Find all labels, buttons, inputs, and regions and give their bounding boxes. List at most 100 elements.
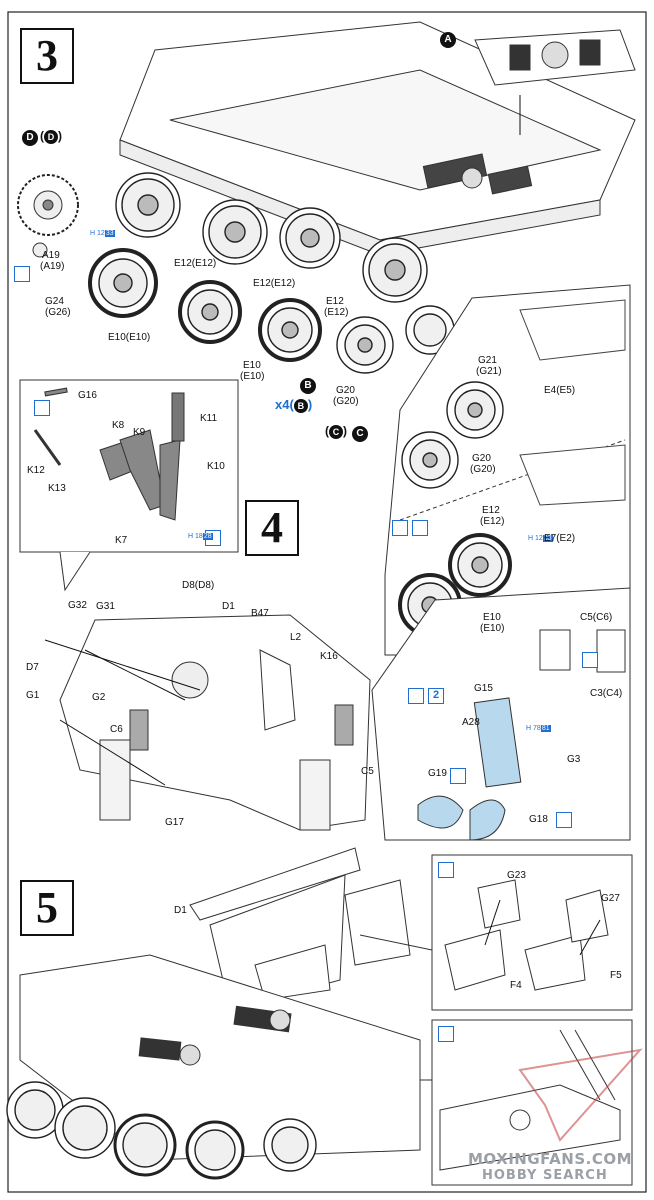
part-a-plate (474, 29, 636, 135)
marker-c: C (352, 426, 368, 442)
part-label: A28 (462, 717, 480, 728)
multiply-4-text: x4 (275, 397, 290, 412)
part-label: K12 (27, 465, 45, 476)
part-label: G32 (68, 600, 87, 611)
marker-d-paren-letter: D (44, 130, 58, 144)
part-label: G16 (78, 390, 97, 401)
step4-hull-plate (44, 614, 371, 831)
paint-ref: H 1828 (188, 533, 213, 540)
part-label: K13 (48, 483, 66, 494)
part-label: G24 (45, 296, 64, 307)
flip-icon (34, 400, 50, 416)
part-label: G27 (601, 893, 620, 904)
part-label: D7 (26, 662, 39, 673)
part-label: E4(E5) (544, 385, 576, 396)
part-label: (E10) (240, 371, 265, 382)
part-label: K11 (200, 413, 218, 424)
part-label: (E12) (324, 307, 349, 318)
multiply-4-label: x4(B) (275, 397, 313, 413)
part-label: (E12) (480, 516, 505, 527)
part-label: F4 (510, 980, 522, 991)
paint-ref: H 1233 (528, 535, 553, 542)
watermark-logo-icon (518, 1048, 643, 1142)
marker-b: B (300, 378, 316, 394)
part-label: F5 (610, 970, 622, 981)
part-label: B47 (251, 608, 269, 619)
part-label: G21 (478, 355, 497, 366)
part-label: G3 (567, 754, 581, 765)
quantity-2-icon: 2 (428, 688, 444, 704)
part-label: E10(E10) (108, 332, 151, 343)
glue-icon (408, 688, 424, 704)
watermark-line1: MOXINGFANS.COM (468, 1150, 633, 1168)
part-label: (G26) (45, 307, 71, 318)
part-label: E7(E2) (544, 533, 576, 544)
step3-road-wheels (88, 172, 455, 374)
part-label: C6 (110, 724, 123, 735)
part-label: G19 (428, 768, 447, 779)
part-label: (G21) (476, 366, 502, 377)
part-label: (A19) (40, 261, 65, 272)
marker-d: D (22, 130, 38, 146)
exhaust-parts (417, 629, 626, 841)
part-label: D8(D8) (182, 580, 215, 591)
flip-icon (14, 266, 30, 282)
part-label: E12(E12) (174, 258, 217, 269)
part-label: E12(E12) (253, 278, 296, 289)
part-label: D1 (222, 601, 235, 612)
part-label: E12 (482, 505, 500, 516)
part-label: C5(C6) (580, 612, 613, 623)
part-label: C3(C4) (590, 688, 623, 699)
part-label: G2 (92, 692, 106, 703)
step4-small-parts (33, 387, 185, 521)
part-label: (E10) (480, 623, 505, 634)
part-label: D1 (174, 905, 187, 916)
part-label: K16 (320, 651, 338, 662)
part-label: (G20) (470, 464, 496, 475)
flip-icon (556, 812, 572, 828)
flip-icon (412, 520, 428, 536)
marker-b-paren-letter: B (293, 399, 308, 413)
part-label: E10 (483, 612, 501, 623)
step5-wheels (6, 1081, 317, 1180)
step3-detail-box (384, 284, 631, 656)
part-label: G31 (96, 601, 115, 612)
paint-ref: H 1233 (90, 230, 115, 237)
flip-icon (582, 652, 598, 668)
marker-d-paren: (D) (40, 129, 62, 144)
part-label: K10 (207, 461, 225, 472)
marker-c-paren-letter: C (329, 425, 343, 439)
part-label: G23 (507, 870, 526, 881)
part-label: K9 (133, 427, 146, 438)
part-label: K7 (115, 535, 128, 546)
step5-hull (19, 954, 421, 1161)
flip-icon (450, 768, 466, 784)
detail-wheels (398, 381, 512, 637)
paint-ref: H 7881 (526, 725, 551, 732)
part-label: L2 (290, 632, 302, 643)
step-number-5: 5 (20, 880, 74, 936)
step-number-4: 4 (245, 500, 299, 556)
marker-c-paren: (C) (325, 424, 347, 439)
part-label: G17 (165, 817, 184, 828)
part-label: A19 (42, 250, 60, 261)
glue-icon (438, 862, 454, 878)
marker-a: A (440, 32, 456, 48)
part-label: C5 (361, 766, 374, 777)
part-label: G15 (474, 683, 493, 694)
part-label: E10 (243, 360, 261, 371)
watermark-line2: HOBBY SEARCH (482, 1168, 608, 1183)
part-label: K8 (112, 420, 125, 431)
glue-icon (392, 520, 408, 536)
step-number-3: 3 (20, 28, 74, 84)
part-label: E12 (326, 296, 344, 307)
part-label: G18 (529, 814, 548, 825)
part-label: G20 (336, 385, 355, 396)
glue-icon (438, 1026, 454, 1042)
part-label: (G20) (333, 396, 359, 407)
part-label: G1 (26, 690, 40, 701)
part-label: G20 (472, 453, 491, 464)
step5-plate (189, 847, 411, 1011)
